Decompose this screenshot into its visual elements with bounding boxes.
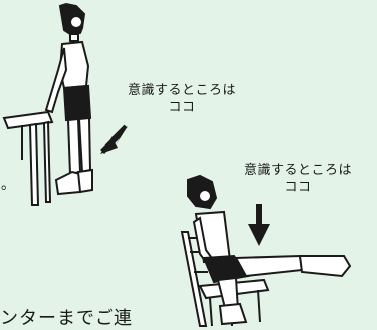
arrow-diagonal-icon: [100, 124, 128, 154]
annotation-bottom: 意識するところは ココ: [243, 163, 352, 195]
left-text-fragment: 。: [1, 177, 15, 193]
table-icon: [2, 110, 54, 206]
annotation-top: 意識するところは ココ: [127, 83, 236, 115]
seated-figure-icon: [187, 174, 352, 326]
bottom-text-fragment: ンターまでご連: [0, 308, 133, 329]
arrow-down-icon: [248, 204, 270, 246]
standing-figure-icon: [44, 2, 93, 196]
